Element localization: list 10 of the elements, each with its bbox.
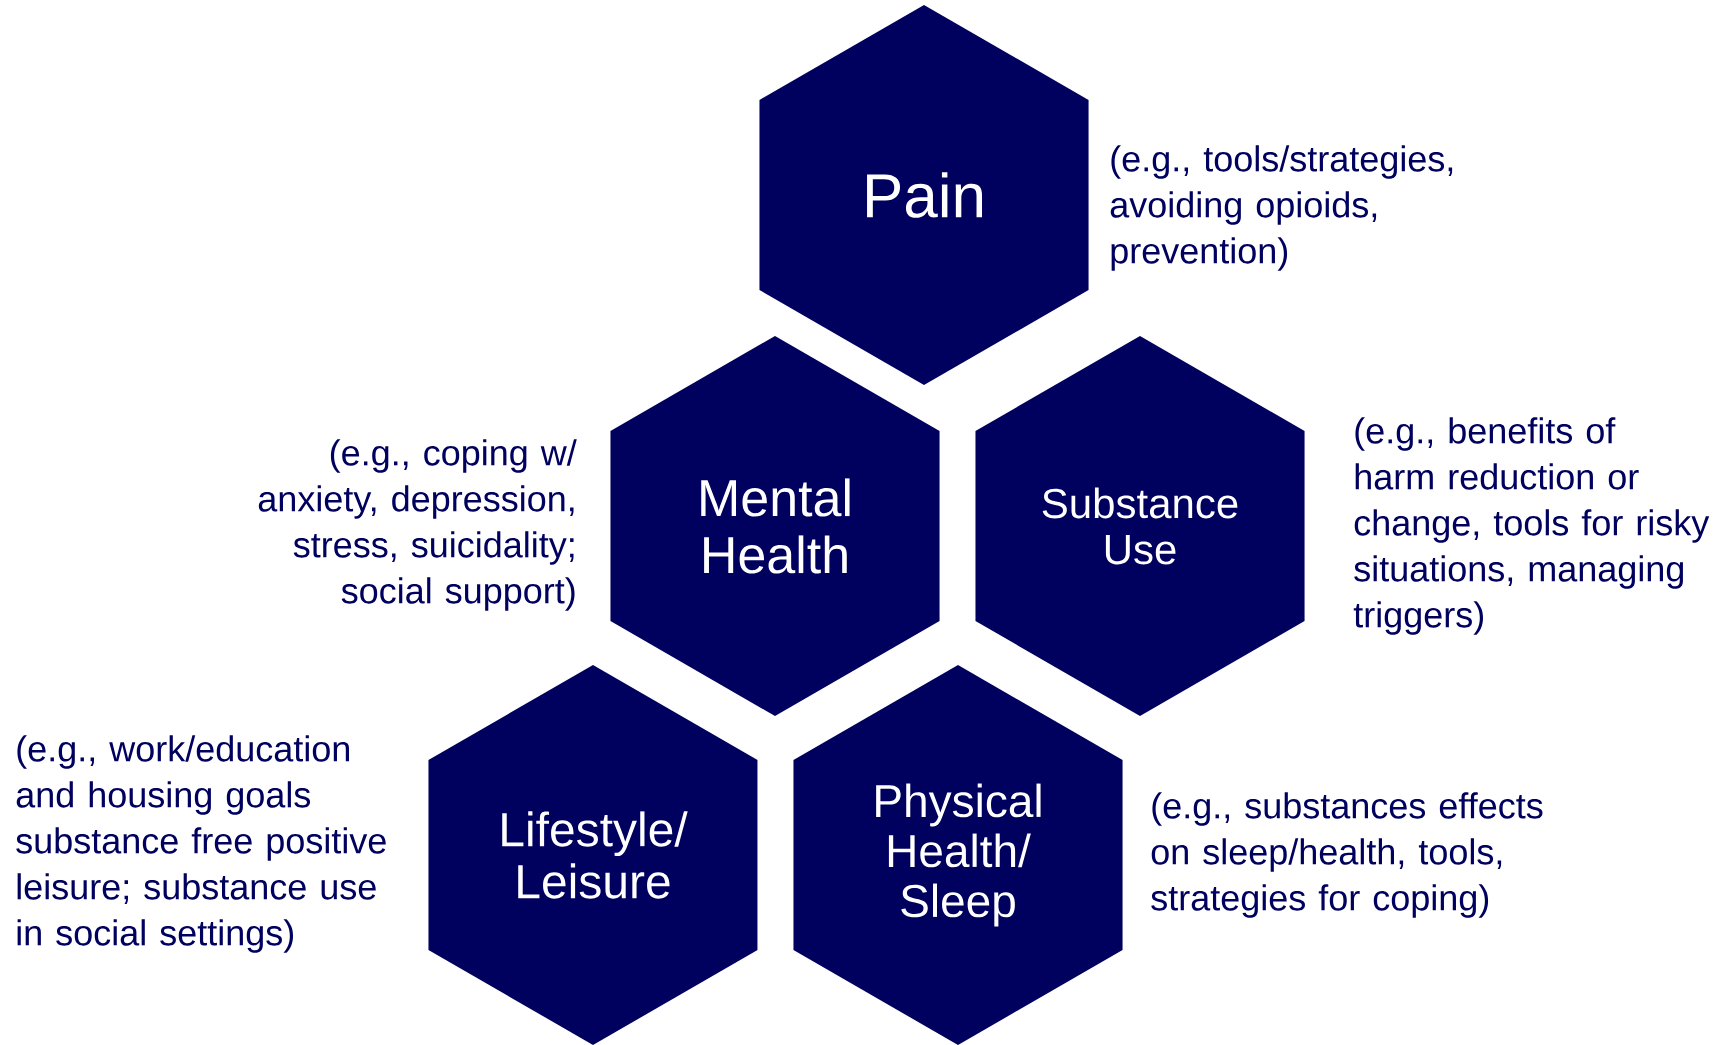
hexagon: Mental Health — [610, 336, 940, 716]
example-text: (e.g., work/education and housing goals substance free positive leisure; substance use in social settings) — [16, 735, 386, 953]
example-text: (e.g., tools/strategies, avoiding opioids, prevention) — [1110, 145, 1453, 271]
example-text: (e.g., substances effects on sleep/health, tools, strategies for coping) — [1151, 792, 1543, 918]
hexagon: Pain — [759, 5, 1089, 385]
example-text: (e.g., benefits of harm reduction or change, tools for risky situations, managing triggers) — [1353, 417, 1710, 635]
hexagon: Substance Use — [975, 336, 1305, 716]
example-text: (e.g., coping w/ anxiety, depression, stress, suicidality; social support) — [258, 439, 577, 611]
hexagon: Physical Health/ Sleep — [793, 665, 1123, 1045]
hexagon: Lifestyle/ Leisure — [428, 665, 758, 1045]
